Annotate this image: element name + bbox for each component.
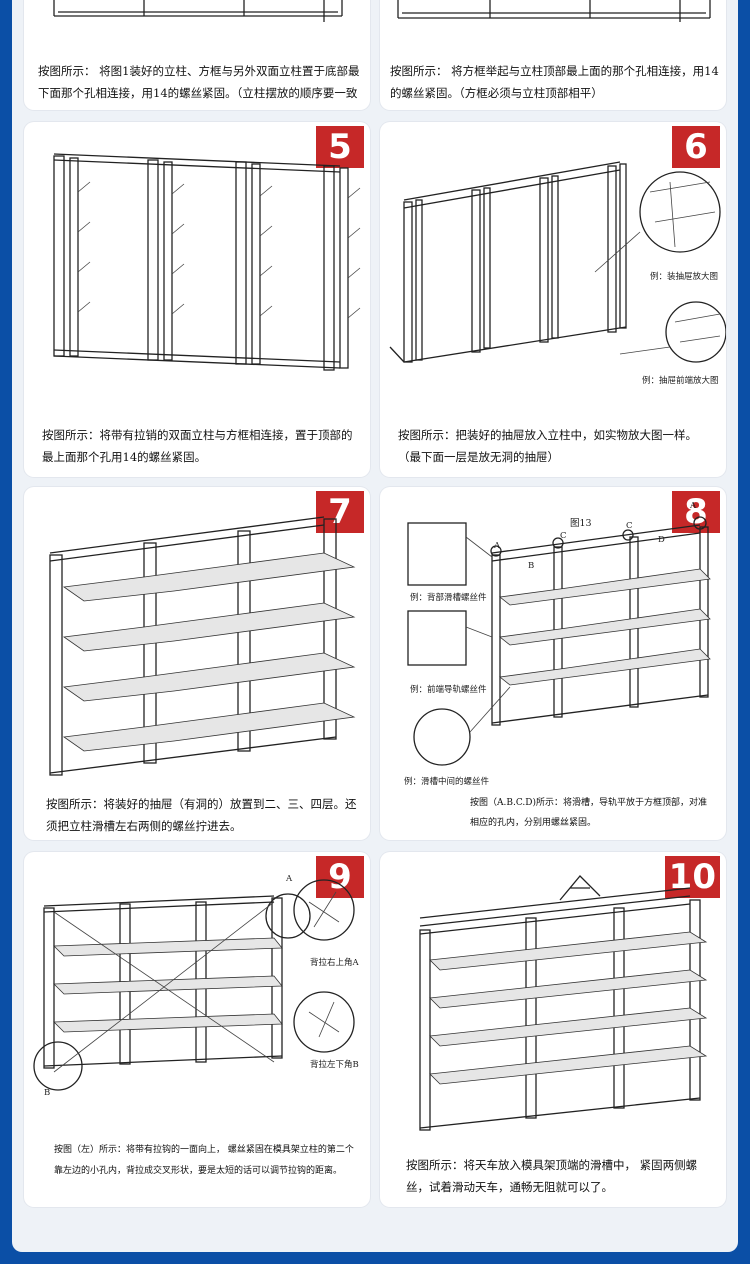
rack-illustration xyxy=(419,875,708,1131)
step-caption: 按图（A.B.C.D)所示：将滑槽，导轨平放于方框顶部，对准相应的孔内，分别用螺… xyxy=(470,798,707,828)
mark-a: A xyxy=(286,874,293,884)
rack-illustration xyxy=(53,0,343,22)
step-card-top-left: 按图所示： 将图1装好的立柱、方框与另外双面立柱置于底部最下面那个孔相连接，用1… xyxy=(24,0,370,110)
mark-a: A xyxy=(690,501,697,511)
step-number-badge: 5 xyxy=(316,126,364,168)
step-card-8: 8 图13 A B C C D xyxy=(380,487,726,840)
mark-c: C xyxy=(560,531,567,541)
step-caption: 按图所示：将天车放入模具架顶端的滑槽中， 紧固两侧螺丝，试着滑动天车，通畅无阻就… xyxy=(406,1158,698,1194)
step-caption: 按图（左）所示：将带有拉钩的一面向上， 螺丝紧固在模具架立柱的第二个靠左边的小孔… xyxy=(54,1145,354,1176)
step-caption: 按图所示： 将方框举起与立柱顶部最上面的那个孔相连接，用14的螺丝紧固。（方框必… xyxy=(390,64,719,100)
step-card-7: 7 按图所示：将装好的抽屉（有洞的）放置到二、三、四层。还须把立柱滑槽左右两侧的… xyxy=(24,487,370,840)
rack-illustration xyxy=(53,153,361,371)
detail-label: 例：前端导轨螺丝件 xyxy=(410,685,487,695)
step-caption: 按图所示：将装好的抽屉（有洞的）放置到二、三、四层。还须把立柱滑槽左右两侧的螺丝… xyxy=(46,797,357,833)
rack-illustration xyxy=(389,161,726,363)
step-number-badge: 10 xyxy=(664,856,720,898)
step-card-5: 5 按图所示：将带有拉销的双面立柱与方框相连接，置于顶部的最上面那个孔用14的螺… xyxy=(24,122,370,477)
rack-illustration xyxy=(407,516,711,766)
detail-label: 例：背部滑槽螺丝件 xyxy=(410,593,487,603)
rack-illustration xyxy=(33,879,355,1091)
step-caption: 按图所示：把装好的抽屉放入立柱中，如实物放大图一样。（最下面一层是放无洞的抽屉） xyxy=(398,428,697,464)
page-panel: 按图所示： 将图1装好的立柱、方框与另外双面立柱置于底部最下面那个孔相连接，用1… xyxy=(12,0,738,1252)
step-number-badge: 9 xyxy=(316,856,364,898)
mark-b: B xyxy=(528,561,535,571)
detail-label: 背拉右上角A xyxy=(310,958,359,968)
detail-label: 例：装抽屉放大图 xyxy=(650,272,719,282)
mark-b: B xyxy=(44,1088,51,1098)
mark-d: D xyxy=(658,535,665,545)
step-caption: 按图所示：将带有拉销的双面立柱与方框相连接，置于顶部的最上面那个孔用14的螺丝紧… xyxy=(42,428,353,464)
step-caption: 按图所示： 将图1装好的立柱、方框与另外双面立柱置于底部最下面那个孔相连接，用1… xyxy=(38,64,360,100)
detail-label: 例：滑槽中间的螺丝件 xyxy=(404,777,490,787)
detail-label: 例：抽屉前端放大图 xyxy=(642,376,719,386)
mark-a: A xyxy=(494,541,501,551)
step-card-10: 10 按图所示：将天车放入模具架顶端的滑槽中， 紧固两侧螺丝，试着滑动天车，通畅… xyxy=(380,852,726,1207)
figure-label: 图13 xyxy=(570,518,592,529)
step-card-9: 9 A B 背拉右上角A 背拉左下角B 按图（左）所示：将 xyxy=(24,852,370,1207)
mark-c: C xyxy=(626,521,633,531)
rack-illustration xyxy=(49,516,356,776)
detail-label: 背拉左下角B xyxy=(310,1060,359,1070)
step-card-6: 6 例：装抽屉放大图 例：抽屉前端放大图 按图所示：把装好的抽屉放入立柱中，如实… xyxy=(380,122,726,477)
step-number-badge: 6 xyxy=(672,126,720,168)
rack-illustration xyxy=(397,0,711,22)
step-card-top-right: 按图所示： 将方框举起与立柱顶部最上面的那个孔相连接，用14的螺丝紧固。（方框必… xyxy=(380,0,726,110)
